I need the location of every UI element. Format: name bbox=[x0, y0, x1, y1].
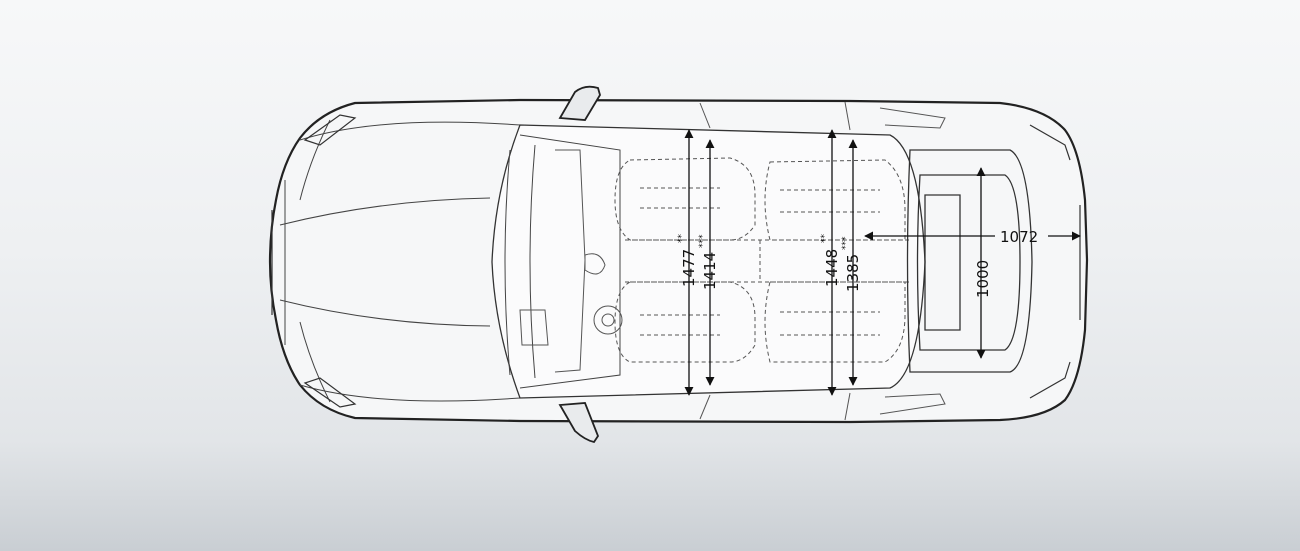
headlights bbox=[271, 114, 357, 408]
label-front-width-b: 1414 bbox=[701, 252, 719, 290]
note-rear-width-a: ** bbox=[820, 234, 830, 244]
label-rear-width-a: 1448 bbox=[823, 249, 841, 287]
mirror-right bbox=[558, 402, 600, 444]
note-rear-width-b: *** bbox=[841, 236, 851, 250]
note-front-width-a: ** bbox=[677, 234, 687, 244]
label-rear-width-b: 1385 bbox=[844, 254, 862, 292]
boot-area bbox=[906, 149, 1033, 373]
label-load-length: 1072 bbox=[1000, 228, 1038, 246]
label-front-width-a: 1477 bbox=[680, 249, 698, 287]
door-lines bbox=[699, 101, 946, 421]
mirror-left bbox=[558, 85, 601, 121]
dimension-labels: 1477 ** 1414 *** 1448 ** 1385 *** 1000 1… bbox=[677, 228, 1038, 298]
dimension-lines bbox=[684, 129, 1081, 396]
dashboard bbox=[519, 149, 623, 373]
hood-lines bbox=[279, 119, 521, 403]
windshield bbox=[504, 134, 621, 389]
rear-lights bbox=[1029, 124, 1081, 399]
label-load-width: 1000 bbox=[974, 260, 992, 298]
note-front-width-b: *** bbox=[698, 234, 708, 248]
